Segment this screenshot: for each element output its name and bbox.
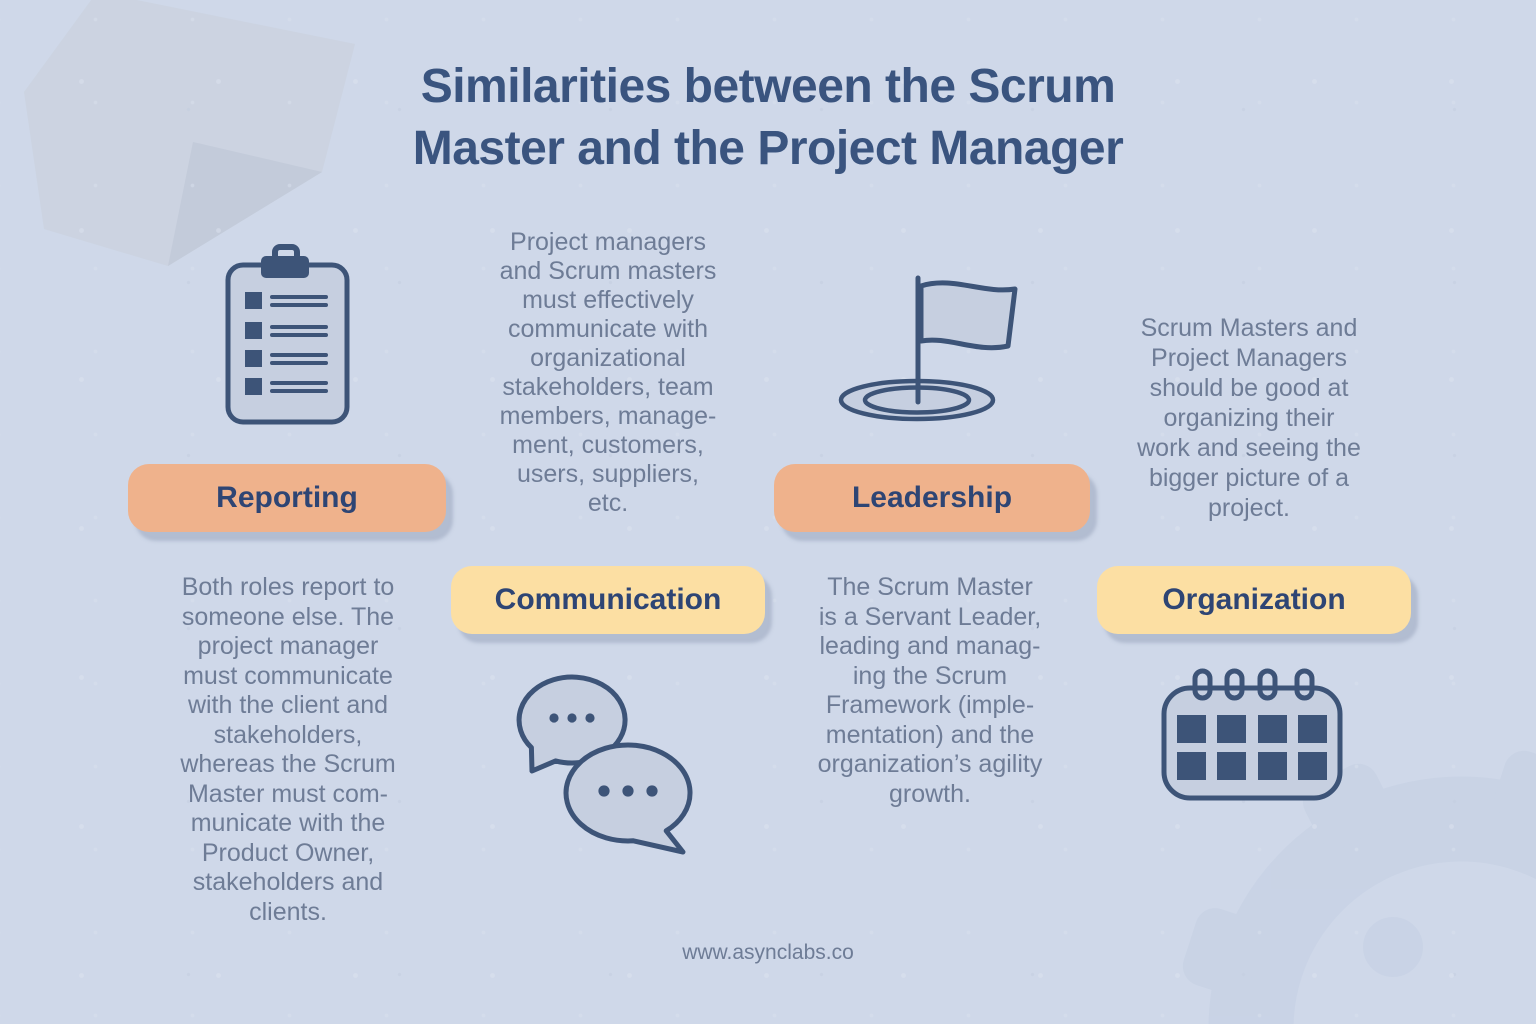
speech-bubbles-icon: [516, 674, 693, 855]
clipboard-checklist-icon: [225, 244, 350, 425]
flag-marker-icon: [838, 275, 1018, 422]
communication-label-pill: Communication: [451, 566, 765, 634]
reporting-label-pill: Reporting: [128, 464, 446, 532]
calendar-icon: [1161, 668, 1343, 801]
reporting-description: Both roles report to someone else. The p…: [180, 573, 396, 926]
organization-description: Scrum Masters and Project Managers shoul…: [1137, 314, 1361, 522]
communication-description: Project managers and Scrum masters must …: [499, 228, 717, 517]
leadership-description: The Scrum Master is a Servant Leader, le…: [817, 573, 1043, 808]
organization-label-pill: Organization: [1097, 566, 1411, 634]
page-title: Similarities between the Scrum Master an…: [412, 60, 1124, 175]
website-url: www.asynclabs.co: [682, 941, 854, 964]
leadership-label-pill: Leadership: [774, 464, 1090, 532]
